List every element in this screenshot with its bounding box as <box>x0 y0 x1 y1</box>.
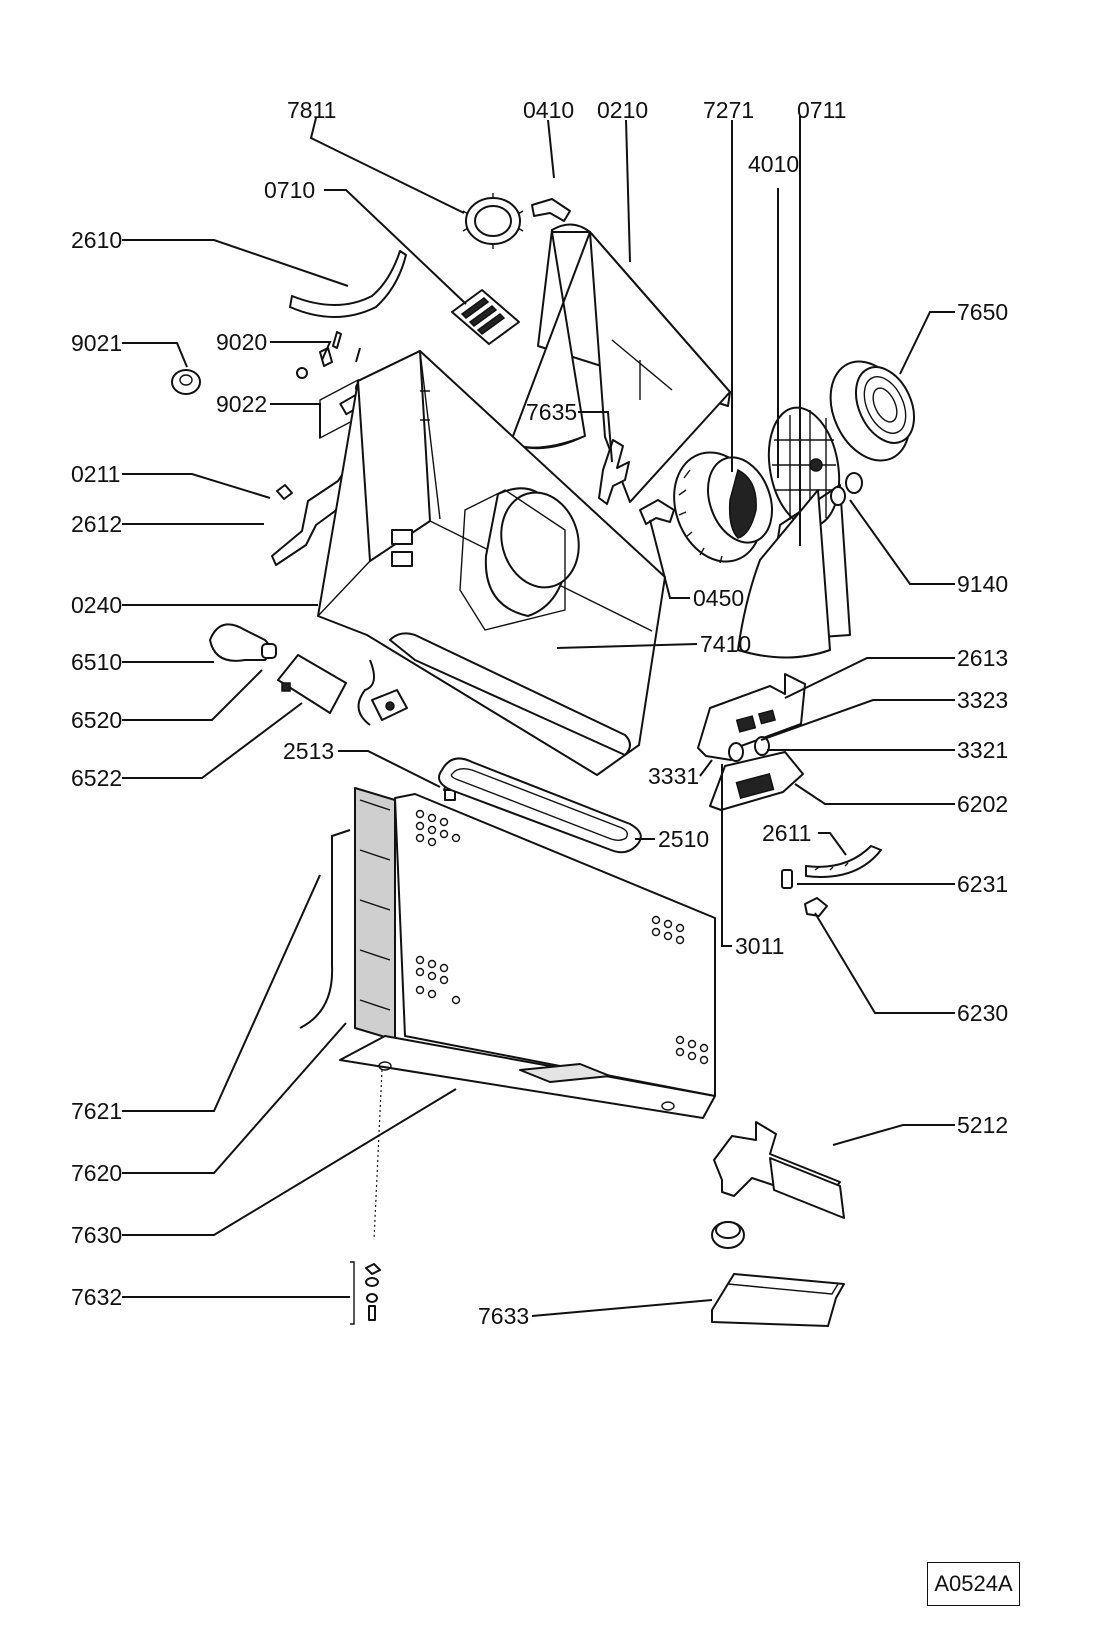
part-7632-screw-axis <box>373 1069 383 1241</box>
label-2612: 2612 <box>71 511 122 537</box>
label-4010: 4010 <box>748 151 799 177</box>
part-6510-bulb <box>209 623 277 662</box>
part-0240-hood-body <box>317 350 666 776</box>
label-7811: 7811 <box>287 97 336 123</box>
label-6522: 6522 <box>71 765 122 791</box>
label-6510: 6510 <box>71 649 122 675</box>
part-7633-tray <box>711 1273 845 1327</box>
part-0710-filter <box>451 289 520 345</box>
part-knob-cap <box>711 1221 745 1249</box>
label-7650: 7650 <box>957 299 1008 325</box>
label-3331: 3331 <box>648 763 699 789</box>
part-2510-gasket <box>438 757 642 854</box>
label-7632: 7632 <box>71 1284 122 1310</box>
part-7632-screws <box>350 1261 381 1325</box>
label-7620: 7620 <box>71 1160 122 1186</box>
part-2611-trim <box>805 845 882 878</box>
part-7635-bracket <box>598 439 630 505</box>
label-9022: 9022 <box>216 391 267 417</box>
part-0211-clip <box>276 484 293 500</box>
part-3323-3321-buttons <box>728 736 770 762</box>
part-9021-cap <box>171 369 201 395</box>
label-0450: 0450 <box>693 585 744 611</box>
label-9020: 9020 <box>216 329 267 355</box>
part-7271-impeller <box>673 451 773 564</box>
part-0410-clip <box>531 198 571 222</box>
label-3323: 3323 <box>957 687 1008 713</box>
part-power-cable <box>357 659 408 726</box>
part-0210-chimney-cover <box>509 223 731 503</box>
label-6520: 6520 <box>71 707 122 733</box>
label-7635: 7635 <box>526 399 577 425</box>
part-6230-holder <box>804 897 828 917</box>
label-0711: 0711 <box>797 97 846 123</box>
part-7650-carbon-filter <box>829 360 916 462</box>
label-2613: 2613 <box>957 645 1008 671</box>
drawing-reference-code: A0524A <box>927 1562 1020 1606</box>
label-7410: 7410 <box>700 631 751 657</box>
label-9021: 9021 <box>71 330 122 356</box>
label-6230: 6230 <box>957 1000 1008 1026</box>
part-2610-trim-strip <box>289 250 407 318</box>
label-7633: 7633 <box>478 1303 529 1329</box>
part-2613-control-housing <box>697 673 806 761</box>
part-6202-switch <box>709 751 804 811</box>
label-7621: 7621 <box>71 1098 122 1124</box>
label-2513: 2513 <box>283 738 334 764</box>
label-2510: 2510 <box>658 826 709 852</box>
label-5212: 5212 <box>957 1112 1008 1138</box>
part-7811-collar-ring <box>462 193 524 249</box>
part-labels: 7811 0410 0210 7271 0711 4010 0710 2610 … <box>71 97 1008 1329</box>
label-0410: 0410 <box>523 97 574 123</box>
part-6522-lamp-cover <box>277 654 347 714</box>
label-2610: 2610 <box>71 227 122 253</box>
part-7621-rod <box>299 829 351 1029</box>
label-3321: 3321 <box>957 737 1008 763</box>
label-0710: 0710 <box>264 177 315 203</box>
part-7630-lower-panel <box>339 793 716 1119</box>
label-6202: 6202 <box>957 791 1008 817</box>
label-7271: 7271 <box>703 97 754 123</box>
label-7630: 7630 <box>71 1222 122 1248</box>
label-0240: 0240 <box>71 592 122 618</box>
part-5212-cover <box>713 1121 845 1219</box>
label-3011: 3011 <box>735 933 784 959</box>
label-9140: 9140 <box>957 571 1008 597</box>
part-0450-clip <box>639 499 675 525</box>
part-6231-switch <box>781 869 793 889</box>
part-7620-grease-filter <box>354 787 396 1041</box>
label-0210: 0210 <box>597 97 648 123</box>
label-6231: 6231 <box>957 871 1008 897</box>
label-2611: 2611 <box>762 820 811 846</box>
leader-lines <box>122 116 955 1317</box>
part-9140-nuts <box>830 472 863 506</box>
label-0211: 0211 <box>71 461 120 487</box>
part-4010-fan-grille <box>737 406 851 659</box>
